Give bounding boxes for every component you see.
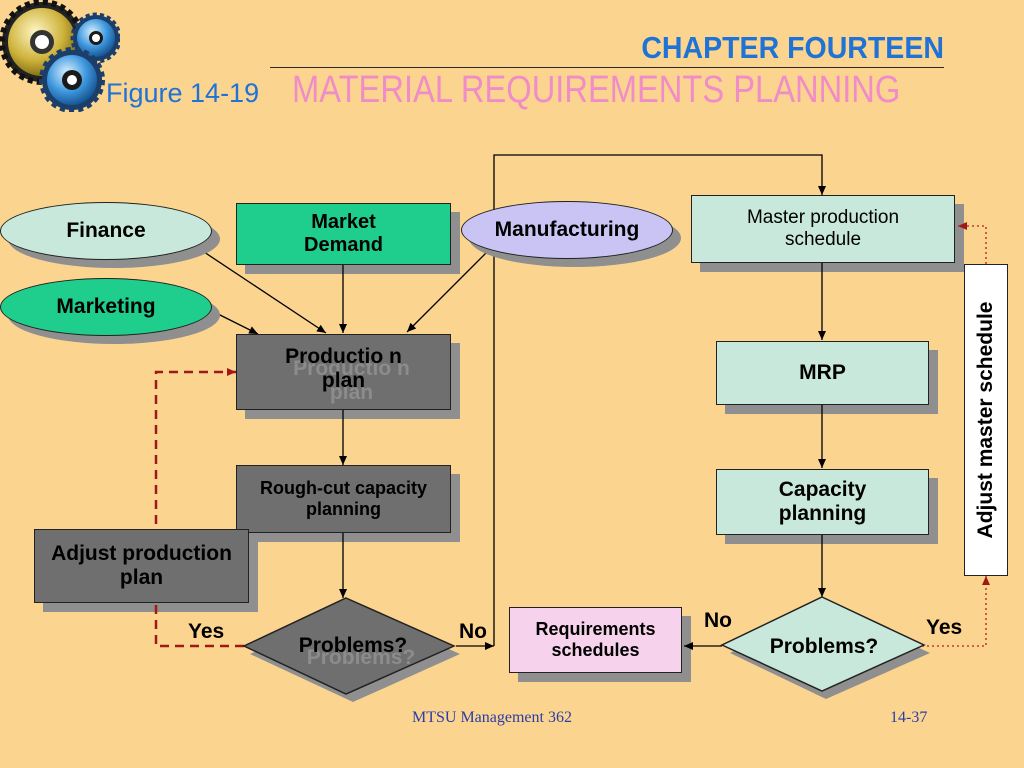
footer-course: MTSU Management 362 [412,709,572,726]
finance-node: Finance [0,202,212,260]
edge-loop-to-mps [493,154,826,646]
market-demand-label: Market Demand [304,211,383,256]
no-left-label: No [459,620,487,643]
yes-left-label: Yes [188,620,225,643]
finance-label: Finance [66,219,146,242]
requirements-schedules-node: Requirements schedules [509,607,691,682]
manufacturing-node: Manufacturing [461,201,673,259]
adjust-production-plan-label: Adjust production plan [51,541,232,589]
figure-label: Figure 14-19 [106,78,260,108]
production-plan-node: Productio n plan [236,334,460,419]
problems-left-label: Problems? [298,634,408,657]
problems-left-diamond [242,597,460,702]
adjust-production-plan-node: Adjust production plan [34,529,258,612]
chapter-heading: CHAPTER FOURTEEN [641,30,944,65]
slide-title: MATERIAL REQUIREMENTS PLANNING [292,69,901,111]
capacity-planning-node: Capacity planning [716,469,938,544]
title-divider [270,67,944,68]
edge-yes-left [154,368,244,648]
marketing-node: Marketing [0,278,212,336]
master-production-schedule-node: Master production schedule [691,195,964,272]
gears-icon [0,0,120,112]
rough-cut-label: Rough-cut capacity planning [259,478,428,519]
adjust-master-schedule-node: Adjust master schedule [964,264,1008,576]
edge-yes-right [922,576,987,647]
capacity-planning-label: Capacity planning [778,477,867,525]
no-right-label: No [704,609,732,632]
edge-marketing-to-plan [213,311,259,335]
mrp-node: MRP [716,341,938,414]
edge-finance-to-plan [197,247,327,334]
adjust-master-schedule-label: Adjust master schedule [974,301,997,539]
manufacturing-label: Manufacturing [494,218,640,241]
problems-right-label: Problems? [769,635,879,658]
market-demand-node: Market Demand [236,203,460,274]
master-production-schedule-label: Master production schedule [746,207,900,250]
marketing-label: Marketing [56,295,156,318]
rough-cut-node: Rough-cut capacity planning [236,465,460,542]
edge-manufacturing-to-plan [406,251,488,333]
footer-page: 14-37 [890,709,928,726]
requirements-schedules-label: Requirements schedules [535,619,656,660]
edge-adjust-to-mps [958,222,987,264]
problems-right-diamond [720,596,930,699]
mrp-label: MRP [799,360,846,384]
production-plan-label: Productio n plan [285,345,402,393]
yes-right-label: Yes [926,616,963,639]
